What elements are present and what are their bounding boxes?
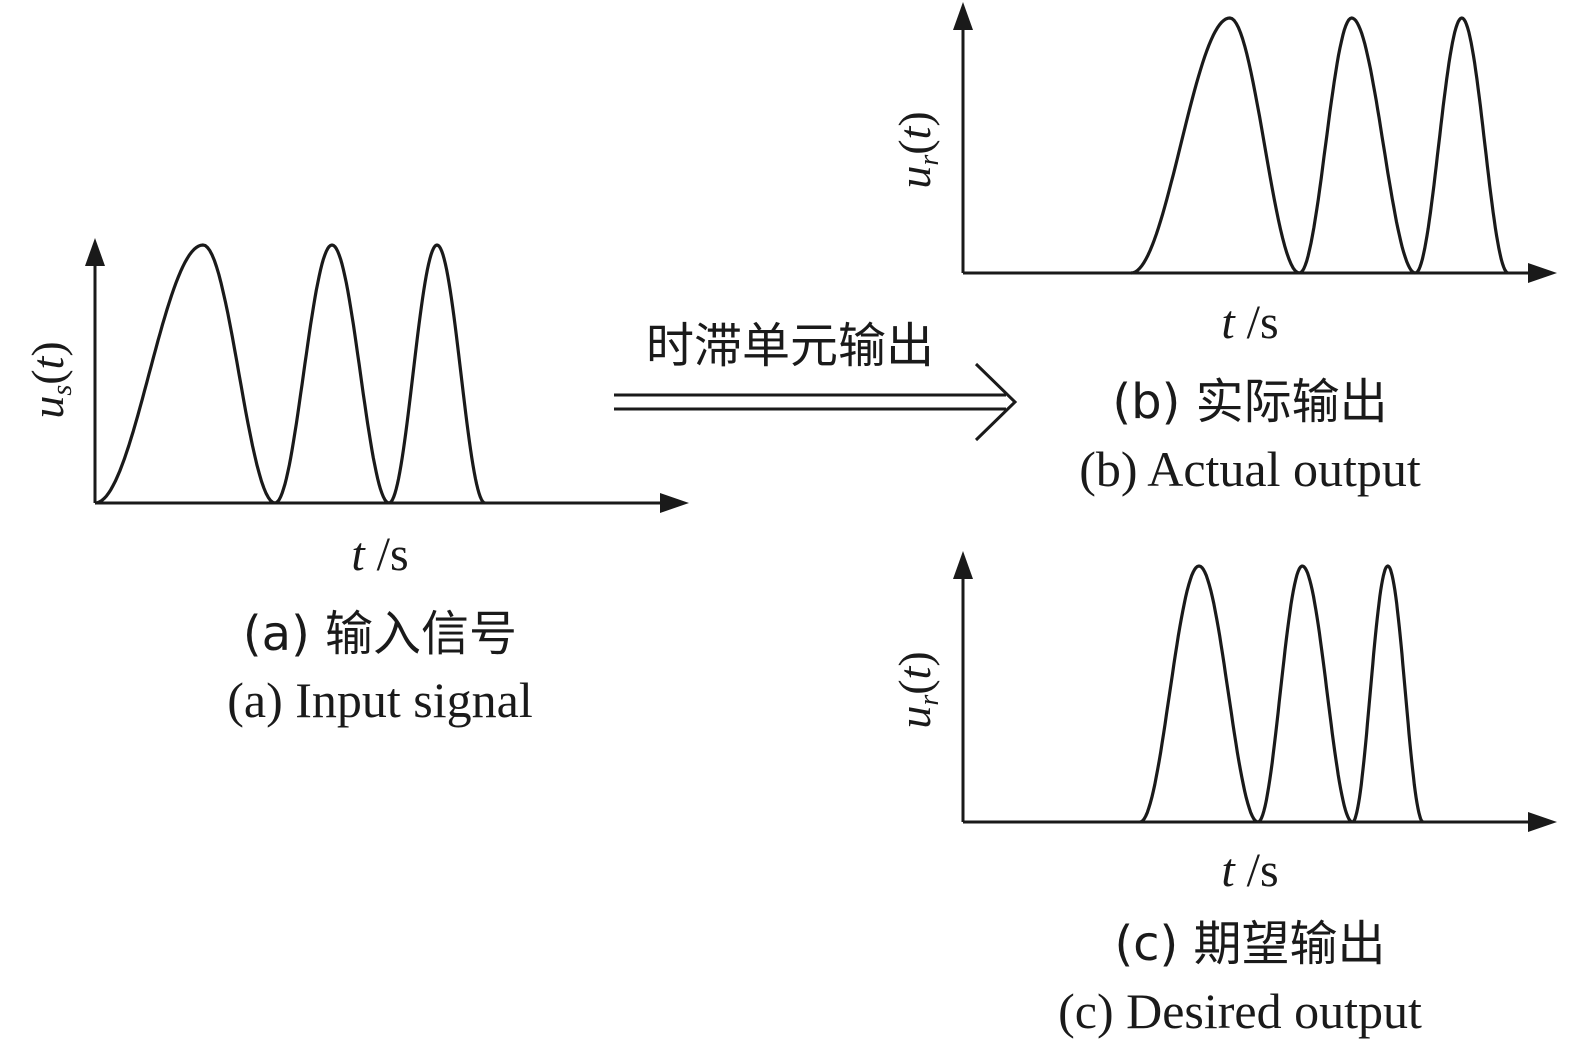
transfer-arrow-label: 时滞单元输出 [646,318,934,374]
panel-b-y-label: ur(t) [889,111,945,188]
panel-a-pulse-2 [274,243,390,505]
panel-a-y-label: us(t) [22,341,78,418]
panel-b-caption-en: (b) Actual output [1079,441,1421,497]
panel-c-pulse-2 [1257,564,1353,824]
panel-b-y-axis-arrowhead [953,2,973,30]
panel-a-x-label: t /s [351,528,408,581]
panel-a-y-axis-arrowhead [85,238,105,266]
panel-b-pulse-2 [1298,16,1416,275]
panel-c-pulse-3 [1351,564,1424,824]
panel-b-signal [1130,16,1509,275]
panel-a: us(t) t /s (a) 输入信号 (a) Input signal [22,238,689,728]
panel-b-caption-cn: (b) 实际输出 [1112,374,1387,430]
panel-b-pulse-3 [1414,16,1509,275]
panel-a-x-axis-arrowhead [660,493,689,513]
panel-a-caption-cn: (a) 输入信号 [243,606,517,662]
panel-c-x-label: t /s [1221,844,1278,897]
panel-c-pulse-1 [1139,564,1259,824]
panel-c-caption-en: (c) Desired output [1058,983,1422,1039]
transfer-arrow-head [974,362,1018,442]
panel-b: ur(t) t /s (b) 实际输出 (b) Actual output [889,2,1557,497]
panel-b-pulse-1 [1130,16,1300,275]
panel-a-pulse-1 [94,243,276,505]
panel-c-signal [1139,564,1424,824]
panel-b-x-label: t /s [1221,296,1278,349]
panel-c-y-axis-arrowhead [953,551,973,579]
panel-c: ur(t) t /s (c) 期望输出 (c) Desired output [889,551,1557,1039]
panel-b-x-axis-arrowhead [1528,263,1557,283]
panel-a-pulse-3 [388,243,486,505]
transfer-arrow: 时滞单元输出 [614,318,1018,442]
panel-a-signal [94,243,486,505]
panel-c-caption-cn: (c) 期望输出 [1114,916,1385,972]
panel-c-x-axis-arrowhead [1528,812,1557,832]
panel-c-y-label: ur(t) [889,651,945,728]
panel-a-caption-en: (a) Input signal [227,672,532,728]
